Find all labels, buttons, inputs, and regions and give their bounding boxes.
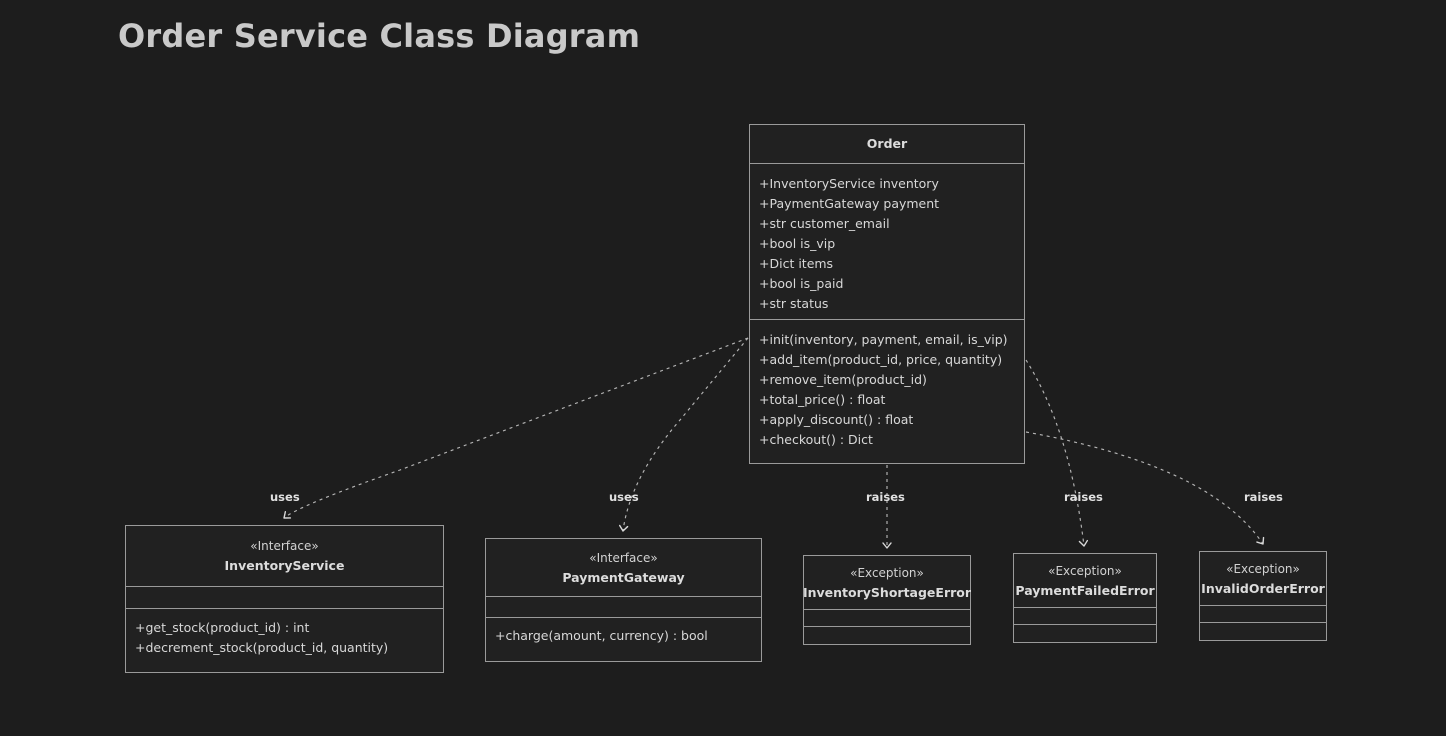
class-name-paymentfailederror: PaymentFailedError bbox=[1015, 582, 1155, 598]
attribute-row: +str customer_email bbox=[759, 215, 890, 231]
class-node-paymentgateway-methods: +charge(amount, currency) : bool bbox=[486, 618, 761, 661]
method-row: +total_price() : float bbox=[759, 391, 886, 407]
class-node-invalidordererror[interactable]: «Exception» InvalidOrderError bbox=[1199, 551, 1327, 641]
attribute-row: +bool is_paid bbox=[759, 275, 844, 291]
class-node-inventoryservice[interactable]: «Interface» InventoryService +get_stock(… bbox=[125, 525, 444, 673]
method-row: +apply_discount() : float bbox=[759, 411, 914, 427]
attribute-row: +PaymentGateway payment bbox=[759, 195, 940, 211]
class-node-paymentgateway-attributes bbox=[486, 597, 761, 618]
class-node-paymentfailederror-attributes bbox=[1014, 608, 1156, 626]
class-name-inventoryservice: InventoryService bbox=[224, 558, 345, 573]
class-stereotype-paymentgateway: «Interface» bbox=[589, 550, 658, 565]
class-node-inventoryservice-attributes bbox=[126, 587, 443, 609]
edge-label-uses-inventoryservice: uses bbox=[270, 490, 300, 504]
edge-order-raises-paymentfailederror bbox=[1025, 359, 1089, 547]
attribute-row: +Dict items bbox=[759, 255, 834, 271]
class-node-invalidordererror-attributes bbox=[1200, 606, 1326, 624]
class-node-order-attributes: +InventoryService inventory +PaymentGate… bbox=[750, 164, 1024, 320]
class-stereotype-paymentfailederror: «Exception» bbox=[1048, 563, 1122, 578]
class-node-inventoryshortageerror[interactable]: «Exception» InventoryShortageError bbox=[803, 555, 971, 645]
class-node-inventoryservice-header: «Interface» InventoryService bbox=[126, 526, 443, 587]
class-name-order: Order bbox=[866, 136, 908, 152]
method-row: +charge(amount, currency) : bool bbox=[495, 628, 708, 643]
class-node-paymentgateway-header: «Interface» PaymentGateway bbox=[486, 539, 761, 597]
class-node-paymentfailederror-methods bbox=[1014, 625, 1156, 642]
class-name-paymentgateway: PaymentGateway bbox=[562, 569, 685, 585]
class-node-order-header: Order bbox=[750, 125, 1024, 164]
attribute-row: +str status bbox=[759, 295, 829, 311]
class-stereotype-inventoryshortageerror: «Exception» bbox=[850, 565, 924, 580]
class-node-inventoryshortageerror-methods bbox=[804, 627, 970, 644]
class-node-invalidordererror-header: «Exception» InvalidOrderError bbox=[1200, 552, 1326, 607]
class-name-inventoryshortageerror: InventoryShortageError bbox=[802, 584, 972, 600]
attribute-row: +bool is_vip bbox=[759, 235, 836, 251]
edge-order-raises-invalidordererror bbox=[1025, 431, 1265, 545]
edge-order-uses-paymentgateway bbox=[618, 337, 749, 532]
class-node-inventoryservice-methods: +get_stock(product_id) : int +decrement_… bbox=[126, 609, 443, 672]
class-node-invalidordererror-methods bbox=[1200, 623, 1326, 640]
class-stereotype-invalidordererror: «Exception» bbox=[1226, 561, 1300, 576]
edge-order-uses-inventoryservice bbox=[283, 337, 749, 519]
method-row: +add_item(product_id, price, quantity) bbox=[759, 351, 1003, 367]
class-node-order-methods: +init(inventory, payment, email, is_vip)… bbox=[750, 320, 1024, 463]
class-node-inventoryshortageerror-header: «Exception» InventoryShortageError bbox=[802, 556, 972, 611]
class-node-paymentfailederror-header: «Exception» PaymentFailedError bbox=[1014, 554, 1156, 609]
class-stereotype-inventoryservice: «Interface» bbox=[250, 539, 319, 553]
edge-label-raises-paymentfailederror: raises bbox=[1064, 490, 1103, 504]
class-node-order[interactable]: Order +InventoryService inventory +Payme… bbox=[749, 124, 1025, 464]
method-row: +remove_item(product_id) bbox=[759, 371, 927, 387]
edge-label-raises-inventoryshortageerror: raises bbox=[866, 490, 905, 504]
edge-label-uses-paymentgateway: uses bbox=[609, 490, 639, 504]
class-node-paymentfailederror[interactable]: «Exception» PaymentFailedError bbox=[1013, 553, 1157, 643]
method-row: +decrement_stock(product_id, quantity) bbox=[135, 640, 389, 655]
attribute-row: +InventoryService inventory bbox=[759, 175, 939, 191]
class-name-invalidordererror: InvalidOrderError bbox=[1201, 580, 1325, 596]
class-node-paymentgateway[interactable]: «Interface» PaymentGateway +charge(amoun… bbox=[485, 538, 762, 662]
page-title: Order Service Class Diagram bbox=[118, 17, 641, 55]
method-row: +get_stock(product_id) : int bbox=[135, 620, 310, 635]
class-node-inventoryshortageerror-attributes bbox=[804, 610, 970, 628]
method-row: +init(inventory, payment, email, is_vip) bbox=[759, 331, 1008, 347]
method-row: +checkout() : Dict bbox=[759, 431, 873, 447]
edge-label-raises-invalidordererror: raises bbox=[1244, 490, 1283, 504]
